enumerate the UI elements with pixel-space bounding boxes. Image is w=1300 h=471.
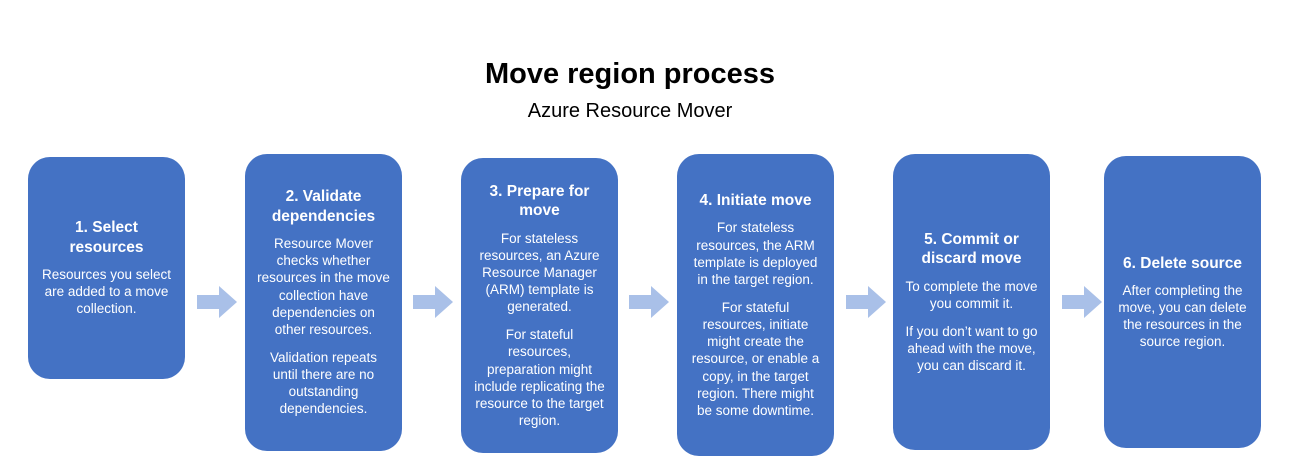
step-paragraph: For stateful resources, preparation migh… bbox=[474, 327, 605, 428]
step-paragraph: For stateful resources, initiate might c… bbox=[691, 299, 820, 418]
arrow-right-icon bbox=[197, 286, 237, 318]
arrow-right-icon bbox=[413, 286, 453, 318]
step-paragraph: For stateless resources, the ARM templat… bbox=[693, 220, 818, 287]
arrow-right-icon bbox=[1062, 286, 1102, 318]
step-box-select-resources: 1. Select resources Resources you select… bbox=[28, 157, 185, 379]
step-box-delete-source: 6. Delete source After completing the mo… bbox=[1104, 156, 1261, 448]
step-paragraph: Validation repeats until there are no ou… bbox=[269, 350, 378, 417]
step-heading: 6. Delete source bbox=[1123, 254, 1242, 272]
step-heading: 1. Select resources bbox=[69, 219, 144, 256]
step-box-validate-dependencies: 2. Validate dependencies Resource Mover … bbox=[245, 154, 402, 451]
arrow-right-icon bbox=[1062, 286, 1102, 318]
arrow-right-icon bbox=[629, 286, 669, 318]
step-paragraph: For stateless resources, an Azure Resour… bbox=[479, 230, 600, 315]
diagram-title: Move region process bbox=[484, 58, 776, 90]
step-heading: 3. Prepare for move bbox=[489, 182, 590, 220]
diagram-subtitle: Azure Resource Mover bbox=[527, 100, 733, 122]
step-paragraph: To complete the move you commit it. bbox=[905, 278, 1038, 311]
step-paragraph: After completing the move, you can delet… bbox=[1118, 282, 1247, 350]
step-paragraph: Resource Mover checks whether resources … bbox=[257, 236, 390, 337]
arrow-right-icon bbox=[413, 286, 453, 318]
step-box-commit-or-discard-move: 5. Commit or discard move To complete th… bbox=[893, 154, 1050, 450]
arrow-right-icon bbox=[846, 286, 886, 318]
step-heading: 4. Initiate move bbox=[699, 192, 812, 210]
step-heading: 5. Commit or discard move bbox=[921, 230, 1022, 268]
arrow-right-icon bbox=[846, 286, 886, 318]
step-heading: 2. Validate dependencies bbox=[271, 188, 376, 225]
arrow-right-icon bbox=[197, 286, 237, 318]
step-box-initiate-move: 4. Initiate move For stateless resources… bbox=[677, 154, 834, 456]
step-box-prepare-for-move: 3. Prepare for move For stateless resour… bbox=[461, 158, 618, 453]
step-paragraph: If you don’t want to go ahead with the m… bbox=[905, 323, 1038, 374]
arrow-right-icon bbox=[629, 286, 669, 318]
step-paragraph: Resources you select are added to a move… bbox=[41, 267, 172, 317]
